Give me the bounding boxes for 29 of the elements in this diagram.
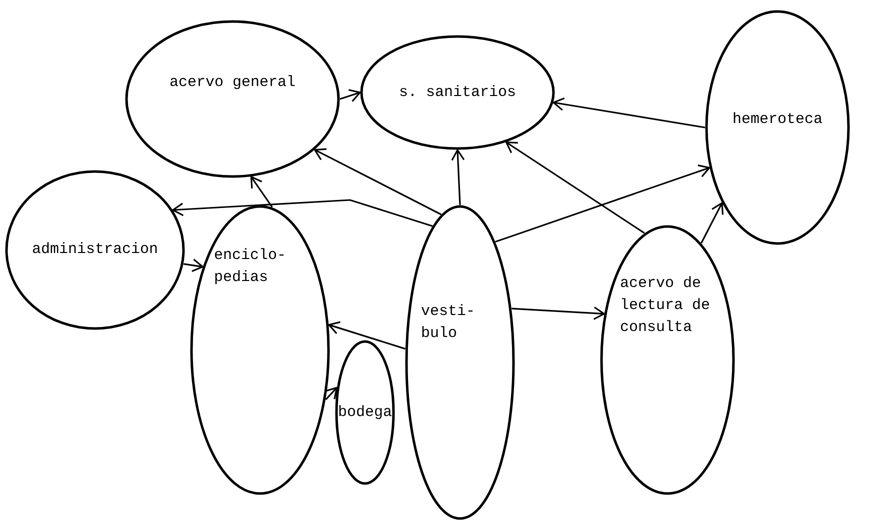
- arrow: [183, 258, 204, 272]
- room-label: administracion: [32, 240, 158, 260]
- room-label: vesti- bulo: [421, 302, 476, 344]
- room-label: acervo general: [169, 73, 296, 93]
- arrow: [495, 164, 710, 243]
- room-label: enciclo- pedias: [214, 246, 288, 288]
- arrow: [314, 148, 442, 216]
- room-bubble: [405, 205, 515, 520]
- arrow: [512, 306, 605, 320]
- room-bubble: [190, 205, 330, 495]
- room-bubble: [600, 225, 735, 495]
- room-label: bodega: [338, 402, 392, 422]
- room-label: s. sanitarios: [398, 82, 516, 102]
- room-bubble: [125, 20, 340, 178]
- arrow: [324, 386, 338, 400]
- arrow: [451, 149, 465, 206]
- room-bubble: [335, 340, 395, 485]
- room-label: acervo de lectura de consulta: [620, 274, 712, 338]
- room-bubble: [5, 170, 185, 330]
- room-bubble: [705, 10, 850, 245]
- room-label: hemeroteca: [732, 110, 822, 130]
- arrow: [340, 89, 361, 102]
- arrow: [700, 202, 724, 244]
- arrow: [172, 199, 433, 227]
- room-bubble: [360, 35, 555, 150]
- arrow: [552, 97, 706, 128]
- arrow: [250, 176, 273, 208]
- arrow: [328, 321, 406, 350]
- arrow: [506, 142, 645, 234]
